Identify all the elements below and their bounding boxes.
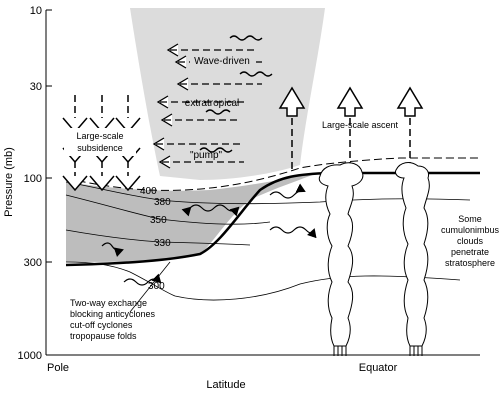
cb-label-5: stratosphere — [445, 258, 495, 268]
subsidence-label-1: Large-scale — [76, 131, 123, 141]
tropopause-line — [65, 171, 480, 267]
plot-frame — [45, 9, 480, 356]
isentrope-350-line — [65, 194, 271, 225]
exchange-arrow-1 — [181, 204, 240, 217]
ascent-arrow-2 — [336, 86, 364, 170]
stratosphere-shading — [130, 8, 325, 180]
x-label-equator: Equator — [359, 362, 398, 374]
ascent-arrows — [278, 86, 424, 170]
exchange-arrows — [101, 183, 317, 286]
cloud-2-rain — [409, 346, 423, 356]
exchange-arrow-4 — [101, 242, 124, 257]
pump-arrow-6 — [152, 137, 244, 151]
subsidence-label-bg — [64, 128, 136, 156]
x-axis-title: Latitude — [206, 379, 245, 391]
cumulonimbus-cloud-2 — [395, 162, 430, 356]
pump-arrow-1 — [166, 35, 263, 57]
pump-label-extratropical: extratropical — [185, 98, 239, 109]
y-tick-10: 10 — [30, 5, 42, 17]
exchange-label-3: cut-off cyclones — [70, 320, 133, 330]
isentrope-330-line — [65, 229, 251, 246]
pump-label-bg-1 — [190, 53, 256, 67]
pump-arrow-3 — [176, 71, 273, 91]
y-tick-30: 30 — [30, 81, 42, 93]
exchange-label-1: Two-way exchange — [70, 298, 147, 308]
pump-arrow-7 — [158, 147, 244, 169]
y-tick-300: 300 — [24, 257, 42, 269]
exchange-label-4: tropopause folds — [70, 331, 137, 341]
isentrope-330-label: 330 — [154, 238, 171, 249]
ascent-arrow-1 — [278, 86, 306, 170]
ascent-label: Large-scale ascent — [322, 120, 399, 130]
cb-label-2: cumulonimbus — [441, 225, 500, 235]
y-axis-title: Pressure (mb) — [3, 147, 15, 217]
cb-label-3: clouds — [457, 236, 484, 246]
y-tick-100: 100 — [24, 173, 42, 185]
cb-label-1: Some — [458, 214, 482, 224]
x-label-pole: Pole — [47, 362, 69, 374]
pump-label-pump: "pump" — [190, 150, 223, 161]
cumulonimbus-cloud-1 — [318, 162, 364, 356]
exchange-arrow-5 — [123, 273, 162, 286]
cloud-1-rain — [333, 346, 347, 356]
subsidence-label-2: subsidence — [77, 143, 123, 153]
isentrope-400-line — [65, 157, 480, 191]
pump-arrow-5 — [160, 109, 240, 127]
y-tick-1000: 1000 — [18, 350, 42, 362]
exchange-arrow-3 — [269, 226, 317, 239]
isentrope-300-line — [65, 261, 461, 301]
isentrope-400-label: 400 — [140, 186, 157, 197]
isentrope-350-label: 350 — [150, 215, 167, 226]
pump-label-wave-driven: Wave-driven — [194, 56, 250, 67]
exchange-label-2: blocking anticyclones — [70, 309, 156, 319]
exchange-leader-line — [129, 261, 171, 313]
pump-arrow-4 — [156, 95, 246, 109]
isentrope-300-label: 300 — [148, 281, 165, 292]
ascent-arrow-3 — [396, 86, 424, 170]
cb-label-4: penetrate — [451, 247, 489, 257]
exchange-arrow-2 — [269, 183, 306, 199]
isentrope-380-label: 380 — [154, 197, 171, 208]
